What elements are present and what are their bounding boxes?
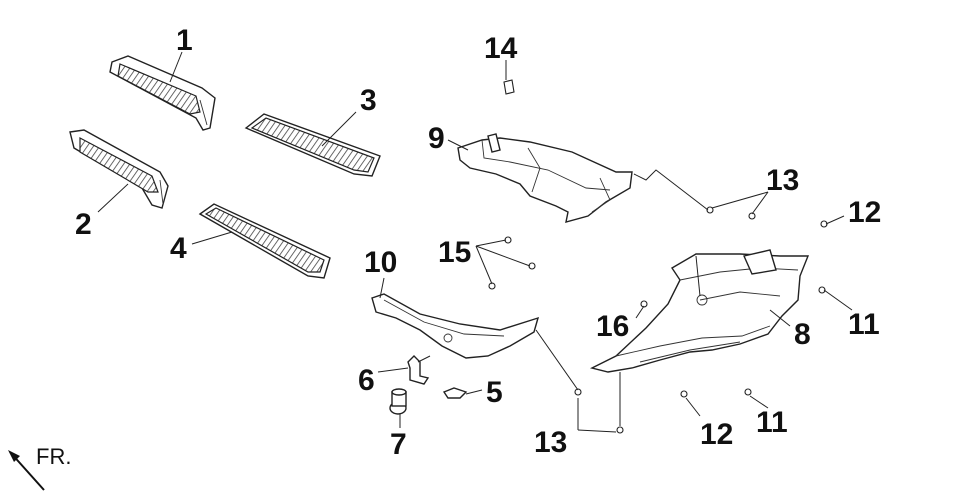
leader-lines (97, 51, 853, 433)
part-9-cover (457, 133, 633, 223)
callout-13-lower: 13 (534, 426, 567, 459)
callout-2: 2 (75, 208, 92, 241)
front-label: FR. (36, 444, 71, 469)
callout-9: 9 (428, 122, 445, 155)
callout-12-upper: 12 (848, 196, 881, 229)
callout-14: 14 (484, 32, 518, 65)
callout-6: 6 (358, 364, 375, 397)
fastener-13-upper-2 (748, 212, 756, 220)
fastener-16 (640, 300, 648, 308)
part-6-clip (407, 355, 430, 385)
callout-12-lower: 12 (700, 418, 733, 451)
callout-4: 4 (170, 232, 187, 265)
callout-5: 5 (486, 376, 503, 409)
fastener-11-upper (818, 286, 826, 294)
callout-15: 15 (438, 236, 471, 269)
part-8-side-cover (589, 249, 810, 373)
fastener-12-lower (680, 390, 688, 398)
fastener-13-upper-1 (706, 206, 714, 214)
callout-16: 16 (596, 310, 629, 343)
callout-3: 3 (360, 84, 377, 117)
callout-10: 10 (364, 246, 397, 279)
callout-7: 7 (390, 428, 407, 461)
fastener-14 (503, 79, 515, 95)
part-10-bracket (371, 293, 540, 359)
part-1-panel (109, 55, 216, 131)
fastener-13-lower-2 (616, 426, 624, 434)
callout-13-upper: 13 (766, 164, 799, 197)
part-4-panel (198, 203, 331, 279)
fastener-13-lower-1 (574, 388, 582, 396)
fastener-11-lower (744, 388, 752, 396)
part-3-panel (244, 113, 381, 177)
callout-1: 1 (176, 24, 193, 57)
arrow-icon (8, 450, 20, 462)
part-2-panel (69, 129, 169, 209)
front-direction-indicator: FR. (8, 444, 71, 491)
callout-11-upper: 11 (848, 308, 880, 341)
fastener-15-group (488, 236, 536, 290)
part-7-grommet (389, 388, 407, 415)
callout-11-lower: 11 (756, 406, 788, 439)
part-5-clip (442, 387, 468, 399)
callout-8: 8 (794, 318, 811, 351)
